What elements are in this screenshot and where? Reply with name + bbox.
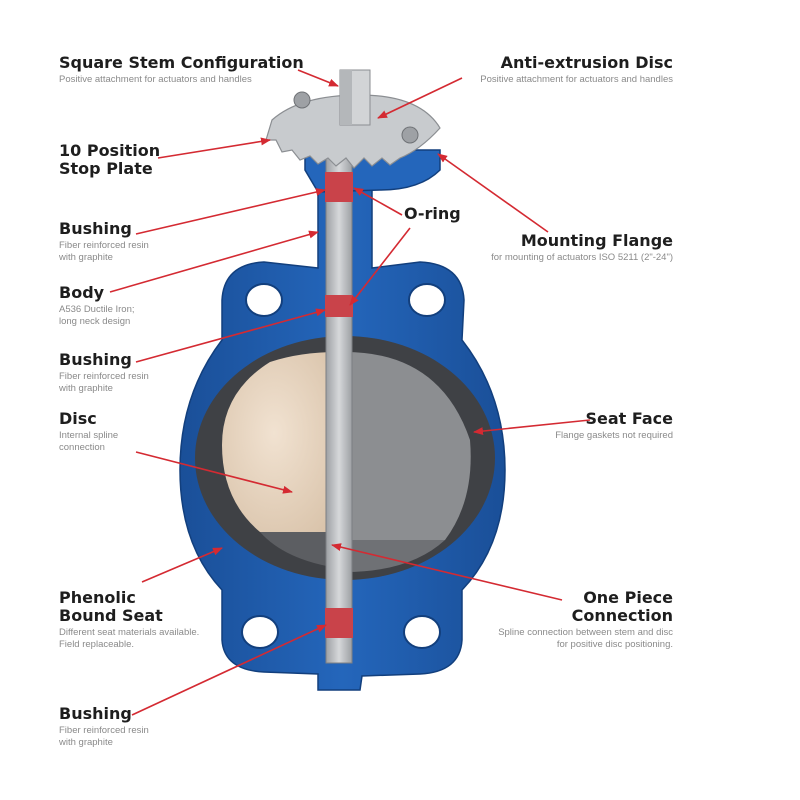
arrow-mounting-flange (437, 153, 549, 233)
callout-mounting-flange: Mounting Flange for mounting of actuator… (491, 232, 673, 264)
arrow-anti-extrusion (377, 77, 463, 119)
callout-title: Bushing (59, 350, 132, 369)
callout-bushing-bottom: Bushing Fiber reinforced resin with grap… (59, 705, 149, 749)
plate-bolt-left (293, 91, 311, 109)
callout-anti-extrusion: Anti-extrusion Disc Positive attachment … (480, 54, 673, 86)
callout-title: 10 Position Stop Plate (59, 141, 161, 178)
arrow-o-ring-top (353, 187, 403, 216)
callout-one-piece: One Piece Connection Spline connection b… (498, 589, 673, 651)
callout-desc: Fiber reinforced resin with graphite (59, 725, 149, 748)
callout-title: Phenolic Bound Seat (59, 588, 163, 625)
arrow-phenolic-seat (141, 547, 223, 583)
arrow-bushing-mid (135, 308, 326, 363)
o-ring-part (325, 295, 353, 317)
callout-title: Anti-extrusion Disc (500, 53, 673, 72)
callout-title: Bushing (59, 704, 132, 723)
callout-arrows (109, 69, 591, 716)
callout-title: One Piece Connection (571, 588, 673, 625)
callout-stop-plate: 10 Position Stop Plate (59, 142, 160, 178)
callout-phenolic-seat: Phenolic Bound Seat Different seat mater… (59, 589, 199, 651)
callout-desc: Flange gaskets not required (555, 430, 673, 441)
callout-title: Seat Face (585, 409, 673, 428)
disc-lower-left (260, 532, 338, 568)
bolt-hole-top-right (408, 283, 446, 317)
plate-bolt-right (401, 126, 419, 144)
callout-desc: Positive attachment for actuators and ha… (59, 74, 252, 85)
stop-plate (265, 91, 441, 169)
callout-desc: A536 Ductile Iron; long neck design (59, 304, 135, 327)
square-stem-face (340, 70, 352, 125)
bolt-hole-top-left (245, 283, 283, 317)
disc-left-half (222, 352, 338, 532)
callout-body: Body A536 Ductile Iron; long neck design (59, 284, 135, 328)
disc-lower-right (345, 540, 445, 572)
callout-title: O-ring (404, 204, 461, 223)
arrow-one-piece (331, 543, 563, 601)
arrow-o-ring-bottom (349, 227, 411, 306)
disc-right-half (345, 352, 471, 540)
bushing-bottom-part (325, 608, 353, 638)
stop-plate-shape (265, 94, 441, 169)
callout-desc: Positive attachment for actuators and ha… (480, 74, 673, 85)
arrow-square-stem (297, 69, 339, 87)
callout-bushing-top: Bushing Fiber reinforced resin with grap… (59, 220, 149, 264)
bushing-top-part (325, 172, 353, 202)
callout-bushing-mid: Bushing Fiber reinforced resin with grap… (59, 351, 149, 395)
bolt-hole-bottom-left (241, 615, 279, 649)
bolt-hole-bottom-right (403, 615, 441, 649)
arrow-bushing-top (135, 188, 326, 235)
arrow-stop-plate (157, 137, 271, 159)
arrow-seat-face (473, 419, 591, 436)
callout-desc: Fiber reinforced resin with graphite (59, 371, 149, 394)
callout-desc: for mounting of actuators ISO 5211 (2"-2… (491, 252, 673, 263)
callout-seat-face: Seat Face Flange gaskets not required (555, 410, 673, 442)
callout-desc: Spline connection between stem and disc … (498, 627, 673, 650)
arrow-bushing-bottom (131, 624, 327, 716)
callout-title: Disc (59, 409, 97, 428)
callout-desc: Fiber reinforced resin with graphite (59, 240, 149, 263)
arrow-disc (135, 451, 293, 494)
callout-title: Body (59, 283, 105, 302)
callout-desc: Different seat materials available. Fiel… (59, 627, 200, 650)
callout-square-stem: Square Stem Configuration Positive attac… (59, 54, 304, 86)
callout-title: Mounting Flange (520, 231, 673, 250)
callout-disc: Disc Internal spline connection (59, 410, 118, 454)
callout-title: Bushing (59, 219, 132, 238)
callout-title: Square Stem Configuration (59, 53, 304, 72)
arrow-body (109, 230, 319, 293)
callout-desc: Internal spline connection (59, 430, 119, 453)
callout-o-ring: O-ring (404, 205, 461, 223)
